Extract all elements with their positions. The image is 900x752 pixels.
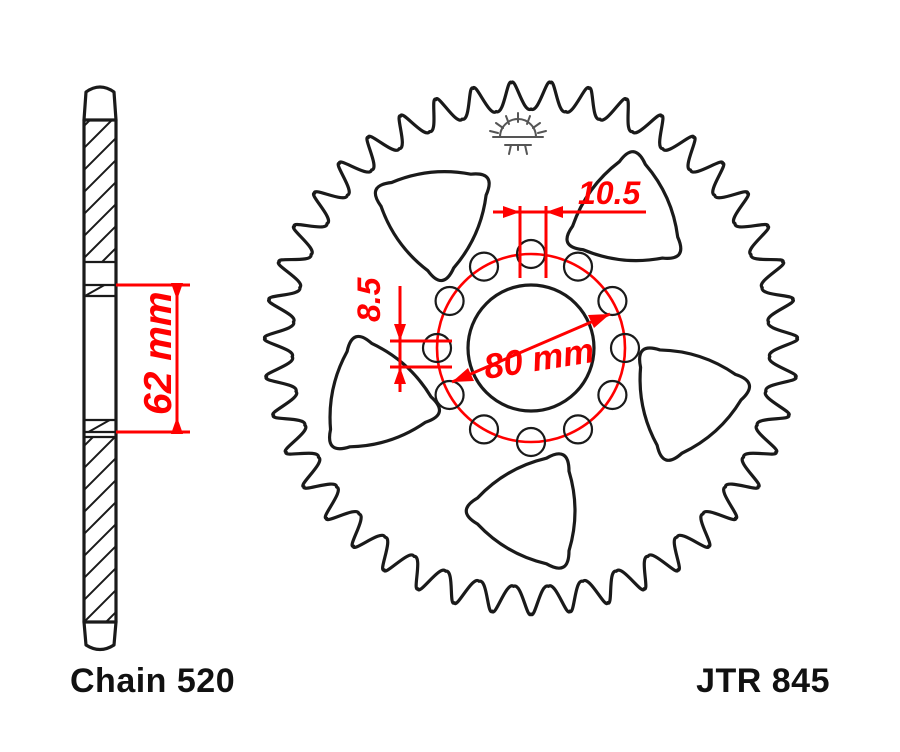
bolt-hole bbox=[562, 414, 594, 445]
bolt-hole bbox=[434, 285, 465, 317]
bolt-holes bbox=[421, 238, 641, 458]
spacing-dimension-label: 8.5 bbox=[351, 276, 387, 322]
lightening-hole bbox=[464, 452, 577, 570]
chain-label: Chain 520 bbox=[70, 662, 235, 700]
bolt-hole bbox=[468, 414, 500, 445]
dimension-spacing bbox=[390, 286, 452, 392]
arrow-down bbox=[394, 324, 406, 341]
bolt-pitch-circle bbox=[435, 252, 627, 444]
arrow-down bbox=[171, 283, 183, 300]
side-hatch-mid-lower bbox=[84, 420, 116, 432]
part-number-label: JTR 845 bbox=[696, 662, 830, 700]
side-bottom-tooth-tip bbox=[82, 620, 118, 652]
arrow-right bbox=[503, 206, 520, 218]
bolt-hole bbox=[609, 332, 641, 364]
logo-legs bbox=[508, 144, 528, 155]
arrow-lower-left bbox=[452, 368, 474, 382]
bolt-hole bbox=[597, 379, 628, 411]
jt-sunrise-logo bbox=[489, 112, 547, 155]
arrow-up bbox=[394, 367, 406, 384]
arrow-left bbox=[546, 206, 563, 218]
front-view bbox=[263, 80, 799, 616]
side-hatch-bottom bbox=[84, 437, 116, 622]
dimension-thickness bbox=[116, 283, 190, 434]
bolt-hole bbox=[434, 379, 465, 411]
center-bore bbox=[466, 283, 596, 413]
bolt-hole bbox=[468, 251, 500, 282]
lightening-holes bbox=[328, 150, 751, 570]
bolt-hole bbox=[421, 332, 453, 364]
bolt-hole bbox=[562, 251, 594, 282]
bolt-hole-dimension-label: 10.5 bbox=[578, 175, 641, 211]
arrow-upper-right bbox=[588, 314, 610, 328]
arrow-up bbox=[171, 417, 183, 434]
dim-line-diagonal bbox=[451, 312, 611, 384]
sprocket-teeth-outline bbox=[263, 80, 799, 616]
side-top-tooth-tip bbox=[82, 85, 118, 122]
lightening-hole bbox=[565, 150, 683, 263]
bolt-hole bbox=[515, 426, 547, 458]
dimension-bolt-hole bbox=[493, 206, 646, 278]
lightening-hole bbox=[373, 170, 491, 283]
side-hatch-top bbox=[84, 120, 116, 262]
bolt-circle-dimension-label: 80 mm bbox=[481, 331, 597, 387]
side-hatch-mid-upper bbox=[84, 285, 116, 296]
side-section-view bbox=[82, 85, 118, 652]
lightening-hole bbox=[328, 334, 441, 451]
lightening-hole bbox=[638, 346, 751, 462]
dimension-bolt-circle bbox=[451, 312, 611, 384]
thickness-dimension-label: 62 mm bbox=[137, 291, 180, 415]
bolt-hole bbox=[597, 285, 628, 317]
